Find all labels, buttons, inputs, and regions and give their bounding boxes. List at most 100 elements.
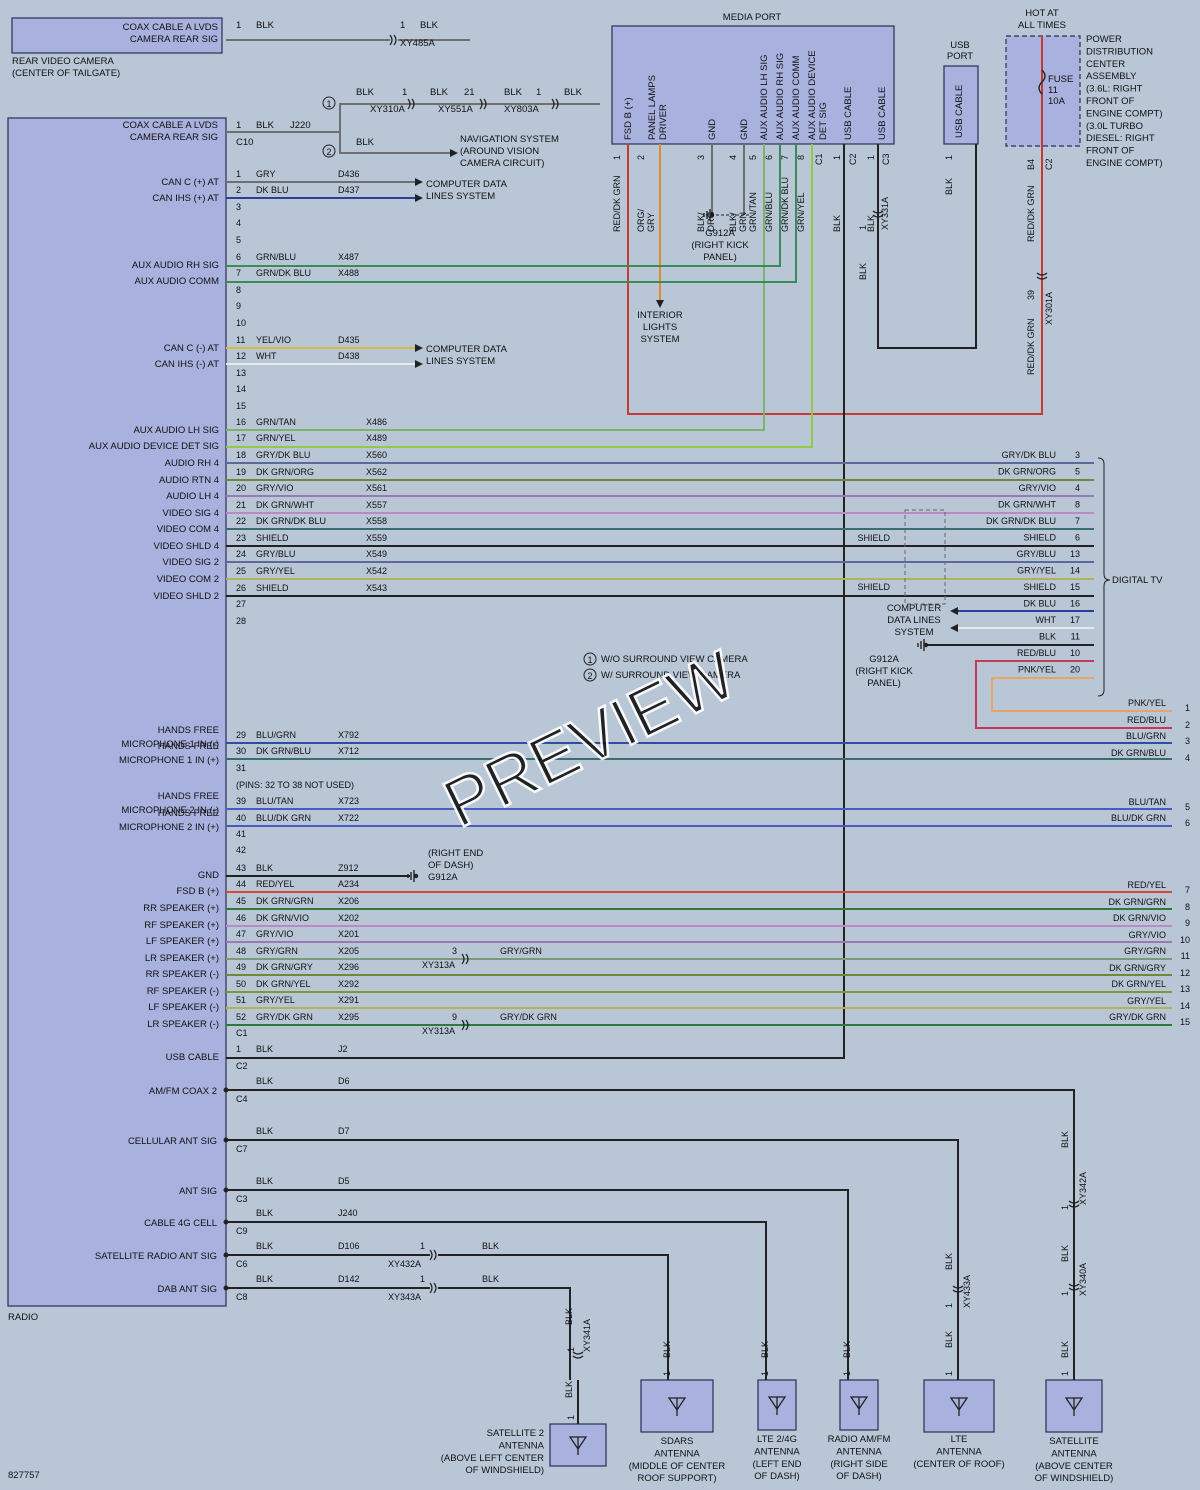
wire-color: BLK: [256, 1274, 273, 1284]
pin-number: 1: [400, 20, 405, 31]
wire-color: BLK: [504, 87, 523, 98]
wire-color: GRY/DK BLU: [256, 450, 310, 460]
radio-pin-label: AUDIO RH 4: [165, 458, 219, 469]
pin-number: 4: [1075, 483, 1080, 493]
legend-number: 2: [587, 671, 592, 681]
pin-number: 46: [236, 913, 246, 923]
pin-number: 13: [1070, 549, 1080, 559]
circuit-id: X723: [338, 796, 359, 806]
pnk-yel-wire: [991, 677, 1172, 712]
circuit-id: D6: [338, 1076, 350, 1086]
wire-color: DK GRN/VIO: [256, 913, 309, 923]
pin-number: 27: [236, 599, 246, 609]
connector-id: C2: [236, 1061, 248, 1071]
antenna-icon: [767, 1396, 787, 1415]
pin-number: 8: [1185, 902, 1190, 912]
circuit-id: A234: [338, 879, 359, 889]
pin-number: 20: [1070, 665, 1080, 675]
inline-connector: [479, 98, 487, 110]
pin-number: 17: [236, 433, 246, 443]
pin-number: 13: [1180, 984, 1190, 994]
wire-color: BLK: [430, 87, 449, 98]
wire-color: DK GRN/WHT: [256, 500, 314, 510]
pin-number: 3: [452, 946, 457, 956]
connector-id: XY551A: [438, 104, 474, 115]
arrow-icon: [450, 149, 458, 157]
radio-pin-label: AM/FM COAX 2: [149, 1086, 217, 1097]
wire-color: DK GRN/GRN: [256, 896, 314, 906]
pin-number: 19: [236, 467, 246, 477]
ground-point: [413, 873, 419, 879]
pin-number: 48: [236, 946, 246, 956]
wires: [223, 34, 1172, 1455]
pin-number: 1: [420, 1241, 425, 1251]
circuit-id: X202: [338, 913, 359, 923]
pin-number: 5: [1185, 802, 1190, 812]
dtv-wire-color: DK GRN/WHT: [998, 500, 1056, 510]
right-wire-color: DK GRN/GRY: [1109, 963, 1166, 973]
connector-id: C3: [881, 153, 891, 165]
pin-number: 5: [1075, 467, 1080, 477]
pin-number: 2: [1185, 720, 1190, 730]
radio-pin-label: LF SPEAKER (-): [148, 1002, 219, 1013]
pin-number: 3: [1075, 450, 1080, 460]
pin-number: 21: [236, 500, 246, 510]
circuit-id: Z912: [338, 863, 359, 873]
pin-number: 16: [236, 417, 246, 427]
wire-color: BLK: [482, 1274, 499, 1284]
pin-number: 12: [236, 351, 246, 361]
radio-pin-label: AUX AUDIO DEVICE DET SIG: [89, 441, 219, 452]
pin-number: 41: [236, 829, 246, 839]
wire-color: DK GRN/YEL: [256, 979, 311, 989]
pin-number: 45: [236, 896, 246, 906]
wire-color: GRN/YEL: [796, 192, 806, 232]
pin-number: 1: [236, 169, 241, 179]
right-wire-color: BLU/TAN: [1129, 797, 1166, 807]
radio-pin-label: RF SPEAKER (-): [147, 986, 219, 997]
wire-color: GRY: [256, 169, 275, 179]
pin-number: 1: [858, 225, 868, 230]
connector-id: XY310A: [370, 104, 406, 115]
coax-wire: [226, 1139, 959, 1380]
wire-color: GRY/YEL: [256, 995, 295, 1005]
dtv-wire-color: SHIELD: [1023, 582, 1056, 592]
wire-color: GRY/DK GRN: [500, 1012, 557, 1022]
circuit-id: X558: [366, 516, 387, 526]
radio-box: [7, 117, 227, 1307]
circuit-id: X561: [366, 483, 387, 493]
wire-color: GRN/DK BLU: [256, 268, 311, 278]
wire-color: GRY/YEL: [256, 566, 295, 576]
antenna-icon: [667, 1397, 687, 1416]
inline-connector: [1068, 1283, 1080, 1291]
circuit-id: X296: [338, 962, 359, 972]
connector-id: XY331A: [880, 197, 890, 230]
pin-number: 13: [236, 368, 246, 378]
pin-number: 1: [662, 1371, 672, 1376]
pin-number: 11: [1071, 632, 1080, 642]
media-port-title: MEDIA PORT: [723, 12, 782, 23]
right-wire-color: DK GRN/VIO: [1113, 913, 1166, 923]
circuit-id: X206: [338, 896, 359, 906]
wire-color: ORG/GRY: [636, 208, 656, 232]
wire-color: BLK: [256, 1044, 273, 1054]
radio-pin-label: USB CABLE: [166, 1052, 219, 1063]
pin-number: 15: [1180, 1017, 1190, 1027]
nav-wire-1: [330, 103, 600, 133]
wire-color: GRN/TAN: [256, 417, 296, 427]
pin-number: 6: [1075, 533, 1080, 543]
pin-number: 28: [236, 616, 246, 626]
circuit-id: X549: [366, 549, 387, 559]
diagram-id: 827757: [8, 1470, 40, 1481]
circuit-id: D438: [338, 351, 360, 361]
pin-number: 1: [944, 1371, 954, 1376]
aux-lh-wire: [226, 144, 765, 431]
pin-number: 22: [236, 516, 246, 526]
media-port-pin-label: GND: [739, 119, 750, 140]
wire-color: GRY/VIO: [256, 483, 293, 493]
radio-pin-label: AUX AUDIO RH SIG: [132, 260, 219, 271]
right-wire-color: DK GRN/GRN: [1108, 897, 1166, 907]
